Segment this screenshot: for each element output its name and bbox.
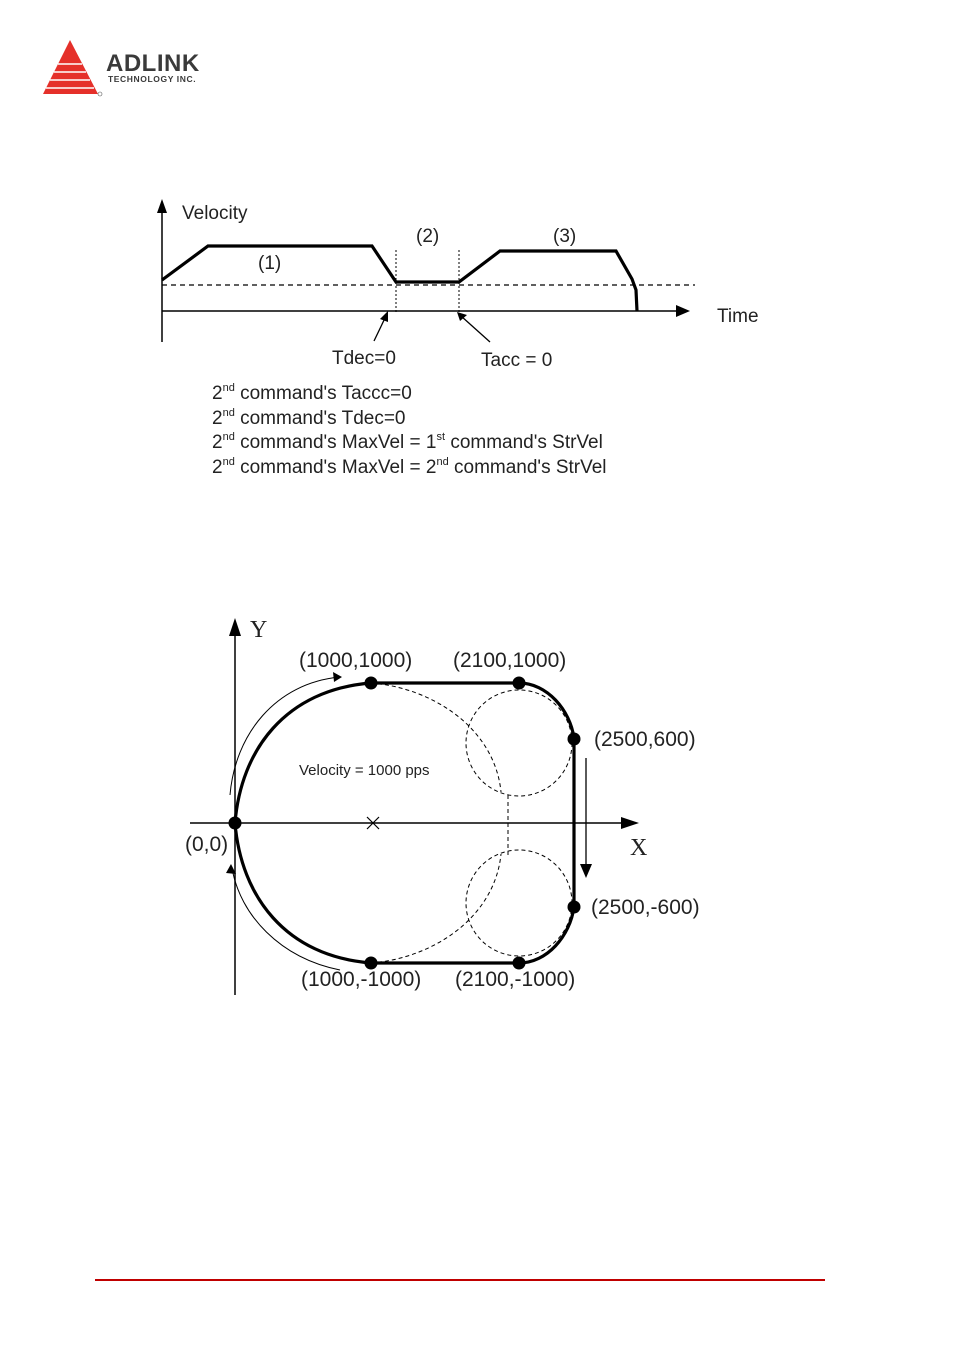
label-1000-neg1000: (1000,-1000): [301, 968, 421, 991]
time-axis-arrow: [676, 305, 690, 317]
x-axis-arrow: [621, 817, 639, 829]
note-line: 2nd command's MaxVel = 1st command's Str…: [212, 431, 607, 456]
logo-subtitle: TECHNOLOGY INC.: [108, 74, 196, 84]
point-2500-neg600: [568, 901, 581, 914]
command-notes: 2nd command's Taccc=0 2nd command's Tdec…: [212, 382, 607, 480]
tacc-label: Tacc = 0: [481, 350, 552, 371]
x-axis-label: X: [630, 835, 647, 861]
lower-construction-arc: [371, 854, 501, 963]
note-line: 2nd command's Tdec=0: [212, 407, 607, 432]
segment-2-label: (2): [416, 226, 439, 247]
label-2100-1000: (2100,1000): [453, 649, 566, 672]
velocity-axis-label: Velocity: [182, 203, 248, 224]
velocity-profile: [162, 246, 637, 311]
point-2100-1000: [513, 677, 526, 690]
y-axis-arrow: [229, 618, 241, 636]
velocity-axis-arrow: [157, 199, 167, 213]
label-2500-neg600: (2500,-600): [591, 896, 700, 919]
label-2100-neg1000: (2100,-1000): [455, 968, 575, 991]
segment-1-label: (1): [258, 253, 281, 274]
footer-rule: [95, 1279, 825, 1281]
label-origin: (0,0): [185, 833, 228, 856]
point-1000-1000: [365, 677, 378, 690]
upper-right-construction-circle: [466, 690, 572, 796]
note-line: 2nd command's Taccc=0: [212, 382, 607, 407]
tdec-label: Tdec=0: [332, 348, 396, 369]
tacc-pointer-arrow: [461, 316, 490, 342]
lower-right-construction-circle: [466, 850, 572, 956]
time-axis-label: Time: [717, 306, 759, 327]
note-line: 2nd command's MaxVel = 2nd command's Str…: [212, 456, 607, 481]
continuous-path-diagram: Y X Velocity = 1000 pps (0,0) (1000,1000…: [175, 610, 735, 1005]
label-2500-600: (2500,600): [594, 728, 696, 751]
segment-3-label: (3): [553, 226, 576, 247]
label-1000-1000: (1000,1000): [299, 649, 412, 672]
y-axis-label: Y: [250, 617, 267, 643]
point-origin: [229, 817, 242, 830]
lower-direction-arrow: [232, 868, 340, 970]
velocity-note: Velocity = 1000 pps: [299, 762, 430, 779]
point-2500-600: [568, 733, 581, 746]
